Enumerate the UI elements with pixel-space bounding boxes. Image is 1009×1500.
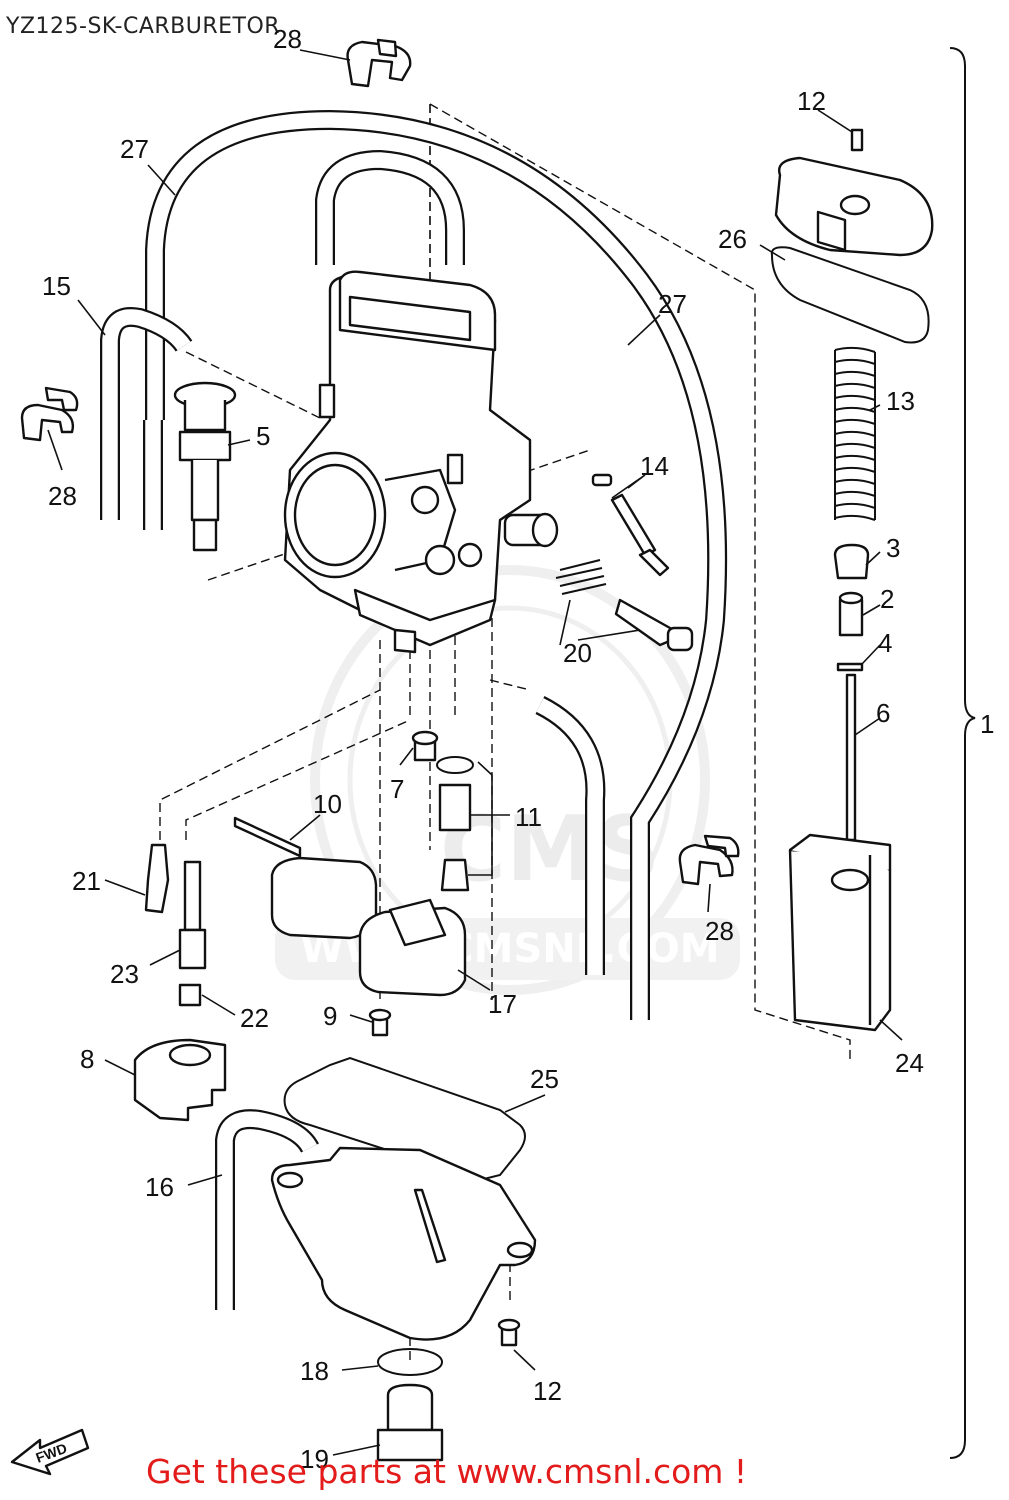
callout-14: 14 [640,451,669,481]
callout-12-bottom: 12 [533,1376,562,1406]
throttle-spring [834,346,876,521]
callout-2: 2 [880,584,894,614]
callout-10: 10 [313,789,342,819]
diagram-title: YZ125-SK-CARBURETOR [6,14,281,39]
carburetor-body [283,270,559,654]
forward-arrow: FWD [10,1428,90,1476]
callout-23: 23 [110,959,139,989]
callout-9: 9 [323,1001,337,1031]
callout-13: 13 [886,386,915,416]
assembly-bracket [949,47,976,1459]
callout-28-right: 28 [705,916,734,946]
overflow-tubes [100,109,728,1310]
top-cover [770,128,934,344]
callout-5: 5 [256,421,270,451]
callout-16: 16 [145,1172,174,1202]
drain-plug-parts [376,1318,521,1462]
callout-8: 8 [80,1044,94,1074]
callout-27-left: 27 [120,134,149,164]
bracket [133,1038,227,1122]
throttle-valve [788,833,892,1032]
callout-28-left: 28 [48,481,77,511]
callout-labels: 28 27 15 28 5 12 26 13 27 14 3 2 4 6 20 … [42,24,994,1474]
needle-jet [411,730,474,892]
callout-15: 15 [42,271,71,301]
callout-1-assembly: 1 [980,709,994,739]
callout-26: 26 [718,224,747,254]
hose-clip-left [20,386,79,442]
hose-clip-top [346,38,412,88]
callout-21: 21 [72,866,101,896]
callout-4: 4 [878,628,892,658]
callout-22: 22 [240,1003,269,1033]
callout-20: 6 [876,698,890,728]
callout-27-right: 27 [658,289,687,319]
callout-28-top: 28 [273,24,302,54]
float-assembly [233,816,467,997]
hose-clip-right [678,834,740,886]
callout-3: 3 [886,533,900,563]
callout-leaders [47,49,903,1456]
pilot-screw [591,473,670,577]
callout-6: 20 [563,638,592,668]
footer-link-text[interactable]: Get these parts at www.cmsnl.com ! [146,1452,748,1491]
callout-11: 11 [515,802,542,832]
starter-plunger [173,381,237,552]
callout-18: 18 [300,1356,329,1386]
callout-25: 25 [530,1064,559,1094]
callout-24: 24 [895,1048,924,1078]
callout-17: 17 [488,989,517,1019]
jet-needle-assembly [833,543,870,842]
callout-7: 7 [390,774,404,804]
assembly-lines [159,103,851,1360]
main-jet-parts [144,843,392,1037]
watermark-logo-text: CMS [440,797,660,902]
throttle-stop-screw [555,559,694,652]
float-bowl [270,1056,537,1341]
callout-12-top: 12 [797,86,826,116]
callout-19: 19 [300,1444,329,1474]
